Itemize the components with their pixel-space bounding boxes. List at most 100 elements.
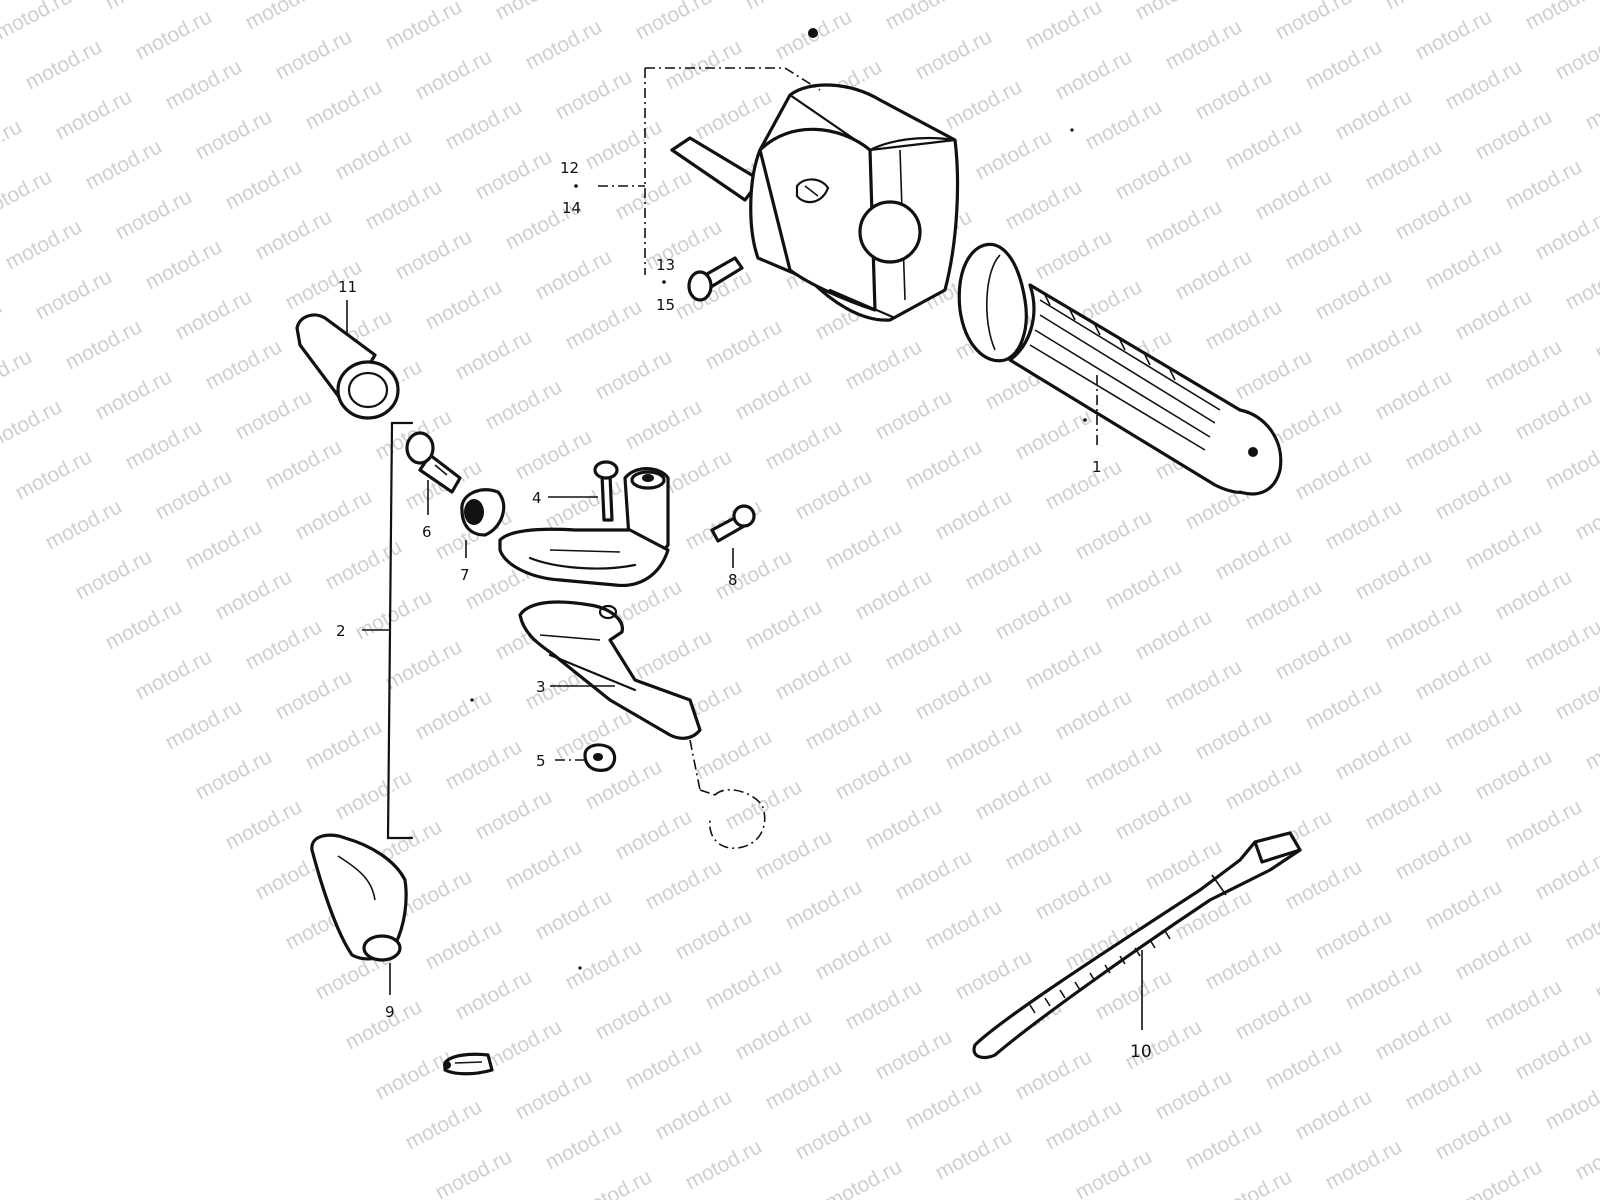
watermark-text: motod.ru [1282,215,1366,274]
watermark-text: motod.ru [1402,415,1486,474]
watermark-text: motod.ru [1552,25,1600,84]
watermark-text: motod.ru [1192,65,1276,124]
watermark-text: motod.ru [642,855,726,914]
callout-4: 4 [532,489,542,507]
watermark-text: motod.ru [1452,285,1536,344]
watermark-text: motod.ru [1452,925,1536,984]
watermark-text: motod.ru [142,235,226,294]
watermark-text: motod.ru [332,125,416,184]
watermark-text: motod.ru [1112,145,1196,204]
watermark-text: motod.ru [242,615,326,674]
watermark-text: motod.ru [1112,785,1196,844]
watermark-text: motod.ru [1012,405,1096,464]
watermark-text: motod.ru [1272,0,1356,44]
watermark-text: motod.ru [232,385,316,444]
watermark-text: motod.ru [912,665,996,724]
watermark-text: motod.ru [972,125,1056,184]
watermark-text: motod.ru [812,925,896,984]
watermark-text: motod.ru [1082,95,1166,154]
watermark-text: motod.ru [512,425,596,484]
watermark-text: motod.ru [962,535,1046,594]
watermark-text: motod.ru [302,75,386,134]
callout-12: 12 [560,159,579,177]
cable-boot-11 [297,315,398,418]
watermark-text: motod.ru [1502,795,1586,854]
watermark-text: motod.ru [552,65,636,124]
watermark-text: motod.ru [432,1145,516,1200]
watermark-text: motod.ru [1372,365,1456,424]
callout-6: 6 [422,523,432,541]
clutch-lever-3 [520,602,700,738]
watermark-text: motod.ru [1582,715,1600,774]
watermark-text: motod.ru [402,1095,486,1154]
watermark-text: motod.ru [1152,1065,1236,1124]
watermark-text: motod.ru [192,745,276,804]
watermark-text: motod.ru [1572,485,1600,544]
watermark-text: motod.ru [762,415,846,474]
watermark-text: motod.ru [832,745,916,804]
watermark-text: motod.ru [0,115,26,174]
bracket-12-14 [574,67,821,284]
watermark-text: motod.ru [1192,705,1276,764]
watermark-text: motod.ru [742,595,826,654]
watermark-text: motod.ru [172,285,256,344]
watermark-text: motod.ru [1582,75,1600,134]
watermark-text: motod.ru [1082,735,1166,794]
watermark-text: motod.ru [0,0,76,44]
callouts: 12 14 13 15 11 1 4 6 7 8 2 3 5 9 10 [336,159,1152,1062]
watermark-text: motod.ru [892,845,976,904]
watermark-text: motod.ru [842,975,926,1034]
switch-housing [672,85,958,320]
watermark-text: motod.ru [912,25,996,84]
watermark-text: motod.ru [1502,155,1586,214]
watermark-text: motod.ru [1292,1085,1376,1144]
bolt-6 [407,433,460,492]
watermark-text: motod.ru [1542,1075,1600,1134]
watermark-text: motod.ru [182,515,266,574]
watermark-text: motod.ru [1142,195,1226,254]
watermark-text: motod.ru [1212,1165,1296,1200]
watermark-text: motod.ru [582,115,666,174]
watermark-text: motod.ru [472,785,556,844]
watermark-text: motod.ru [1282,855,1366,914]
watermark-text: motod.ru [202,335,286,394]
watermark-text: motod.ru [1472,745,1556,804]
watermark-text: motod.ru [792,1105,876,1164]
watermark-text: motod.ru [1162,15,1246,74]
watermark-text: motod.ru [482,375,566,434]
watermark-text: motod.ru [492,0,576,24]
watermark-text: motod.ru [1442,695,1526,754]
watermark-text: motod.ru [1532,205,1600,264]
callout-10: 10 [1130,1042,1152,1062]
watermark-text: motod.ru [702,315,786,374]
watermark-text: motod.ru [572,1165,656,1200]
watermark-text: motod.ru [1412,5,1496,64]
watermark-text: motod.ru [1432,1105,1516,1164]
watermark-text: motod.ru [932,485,1016,544]
watermark-text: motod.ru [1052,45,1136,104]
watermark-text: motod.ru [1332,85,1416,144]
watermark-text: motod.ru [1512,1025,1596,1084]
watermark-text: motod.ru [392,225,476,284]
watermark-text: motod.ru [1422,875,1506,934]
watermark-text: motod.ru [1222,755,1306,814]
watermark-text: motod.ru [62,315,146,374]
watermark-text: motod.ru [1042,455,1126,514]
watermark-text: motod.ru [1412,645,1496,704]
watermark-text: motod.ru [342,995,426,1054]
watermark-text: motod.ru [162,695,246,754]
watermark-text: motod.ru [1322,495,1406,554]
screw-8 [712,506,754,541]
watermark-text: motod.ru [442,735,526,794]
watermark-text: motod.ru [1072,505,1156,564]
watermark-text: motod.ru [1242,575,1326,634]
watermark-text: motod.ru [642,215,726,274]
watermark-text: motod.ru [622,395,706,454]
watermark-text: motod.ru [1512,385,1596,444]
watermark-text: motod.ru [732,365,816,424]
watermark-text: motod.ru [992,0,1076,4]
watermark-text: motod.ru [1462,1155,1546,1200]
lever-end-outline [689,739,766,849]
watermark-text: motod.ru [262,435,346,494]
watermark-text: motod.ru [1332,725,1416,784]
